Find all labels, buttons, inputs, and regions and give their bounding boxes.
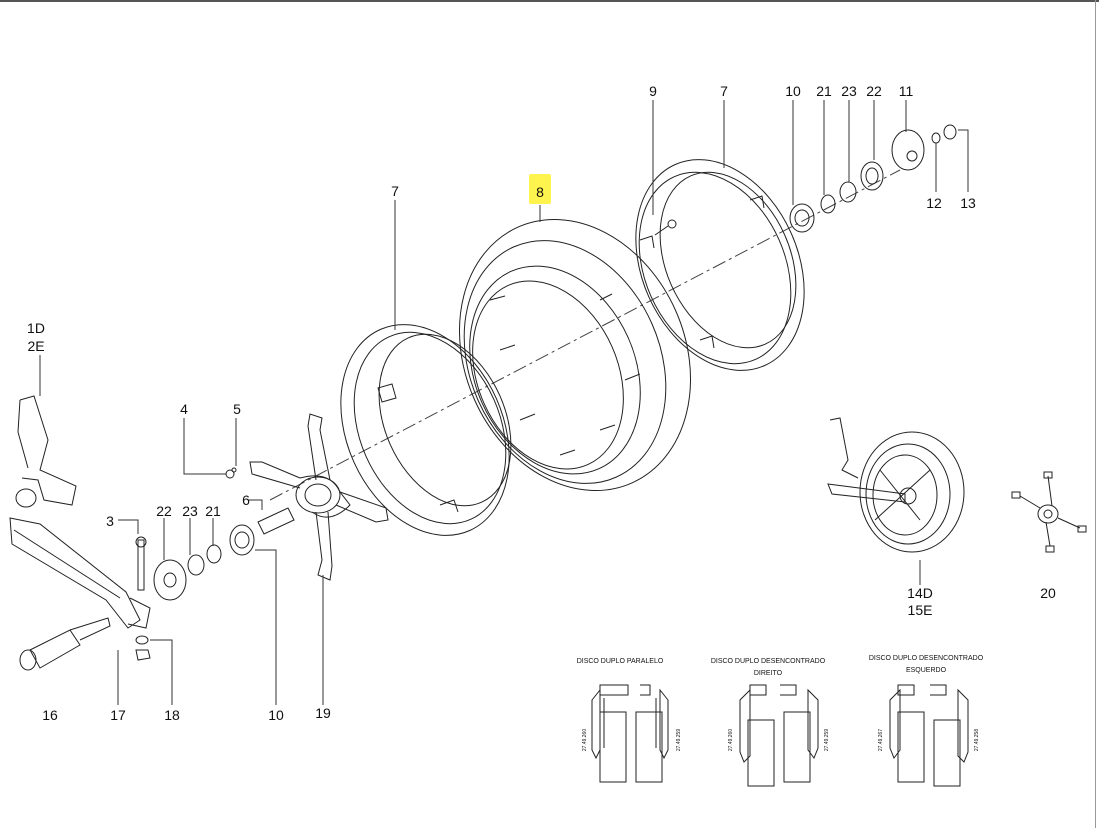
flange-20-part	[1011, 471, 1087, 553]
detail-esquerdo-title-2: ESQUERDO	[906, 667, 947, 674]
rim-right-part	[635, 159, 805, 371]
hub-flange-part	[249, 413, 389, 581]
callout-23-top: 23	[841, 83, 857, 99]
callout-21-top: 21	[816, 83, 832, 99]
callout-10-top: 10	[785, 83, 801, 99]
callout-7-mid: 7	[391, 183, 399, 199]
detail-esquerdo-right-code: 27.49.258	[974, 729, 980, 751]
callout-3: 3	[106, 513, 114, 529]
callout-11: 11	[899, 83, 914, 99]
callout-19: 19	[315, 705, 331, 721]
detail-direito-left-code: 27.49.260	[728, 729, 734, 751]
detail-paralelo-left-code: 27.49.260	[582, 729, 588, 751]
left-bearing-stack	[153, 467, 295, 601]
detail-direito-right-code: 27.49.259	[824, 729, 830, 751]
callout-21-bot: 21	[205, 503, 221, 519]
callout-22-top: 22	[866, 83, 882, 99]
callout-16: 16	[42, 707, 58, 723]
detail-esquerdo-title-1: DISCO DUPLO DESENCONTRADO	[869, 655, 984, 662]
detail-direito-title-2: DIREITO	[754, 670, 783, 677]
leader-lines	[39, 100, 969, 705]
detail-esquerdo-left-code: 27.49.267	[878, 729, 884, 751]
callout-20: 20	[1040, 585, 1056, 601]
detail-paralelo-title: DISCO DUPLO PARALELO	[577, 658, 664, 665]
top-border	[0, 0, 1099, 2]
callout-12: 12	[926, 195, 942, 211]
callout-9: 9	[649, 83, 657, 99]
bolt-9-part	[654, 219, 677, 236]
callout-8: 8	[536, 184, 544, 200]
detail-paralelo-right-code: 27.49.259	[676, 729, 682, 751]
callout-7-top: 7	[720, 83, 728, 99]
callout-17: 17	[110, 707, 126, 723]
wheel-axis-line	[269, 169, 901, 501]
callout-22-bot: 22	[156, 503, 172, 519]
callout-15e: 15E	[908, 602, 933, 618]
callout-6: 6	[242, 492, 250, 508]
callout-18: 18	[164, 707, 180, 723]
callout-13: 13	[960, 195, 976, 211]
detail-esquerdo	[889, 684, 969, 787]
tire-part	[458, 219, 692, 491]
callout-2e: 2E	[27, 338, 44, 354]
assembled-wheel-part	[827, 417, 965, 553]
callout-10-bot: 10	[268, 707, 284, 723]
detail-paralelo	[591, 684, 669, 783]
highlight-marker	[529, 174, 551, 204]
callout-4: 4	[180, 401, 188, 417]
detail-labels: DISCO DUPLO PARALELO 27.49.260 27.49.259…	[577, 655, 984, 751]
callout-14d: 14D	[907, 585, 933, 601]
right-bearing-stack	[789, 124, 957, 233]
detail-direito-title-1: DISCO DUPLO DESENCONTRADO	[711, 658, 826, 665]
arm-part	[9, 395, 151, 671]
callout-5: 5	[233, 401, 241, 417]
detail-direito	[739, 684, 819, 787]
callout-1d: 1D	[27, 320, 45, 336]
callout-23-bot: 23	[182, 503, 198, 519]
rim-left-part	[340, 324, 512, 536]
right-border	[1095, 0, 1096, 828]
callout-labels: 9 7 10 21 23 22 11 12 13 8 7 1D 2E 4 5 6…	[27, 83, 1056, 723]
